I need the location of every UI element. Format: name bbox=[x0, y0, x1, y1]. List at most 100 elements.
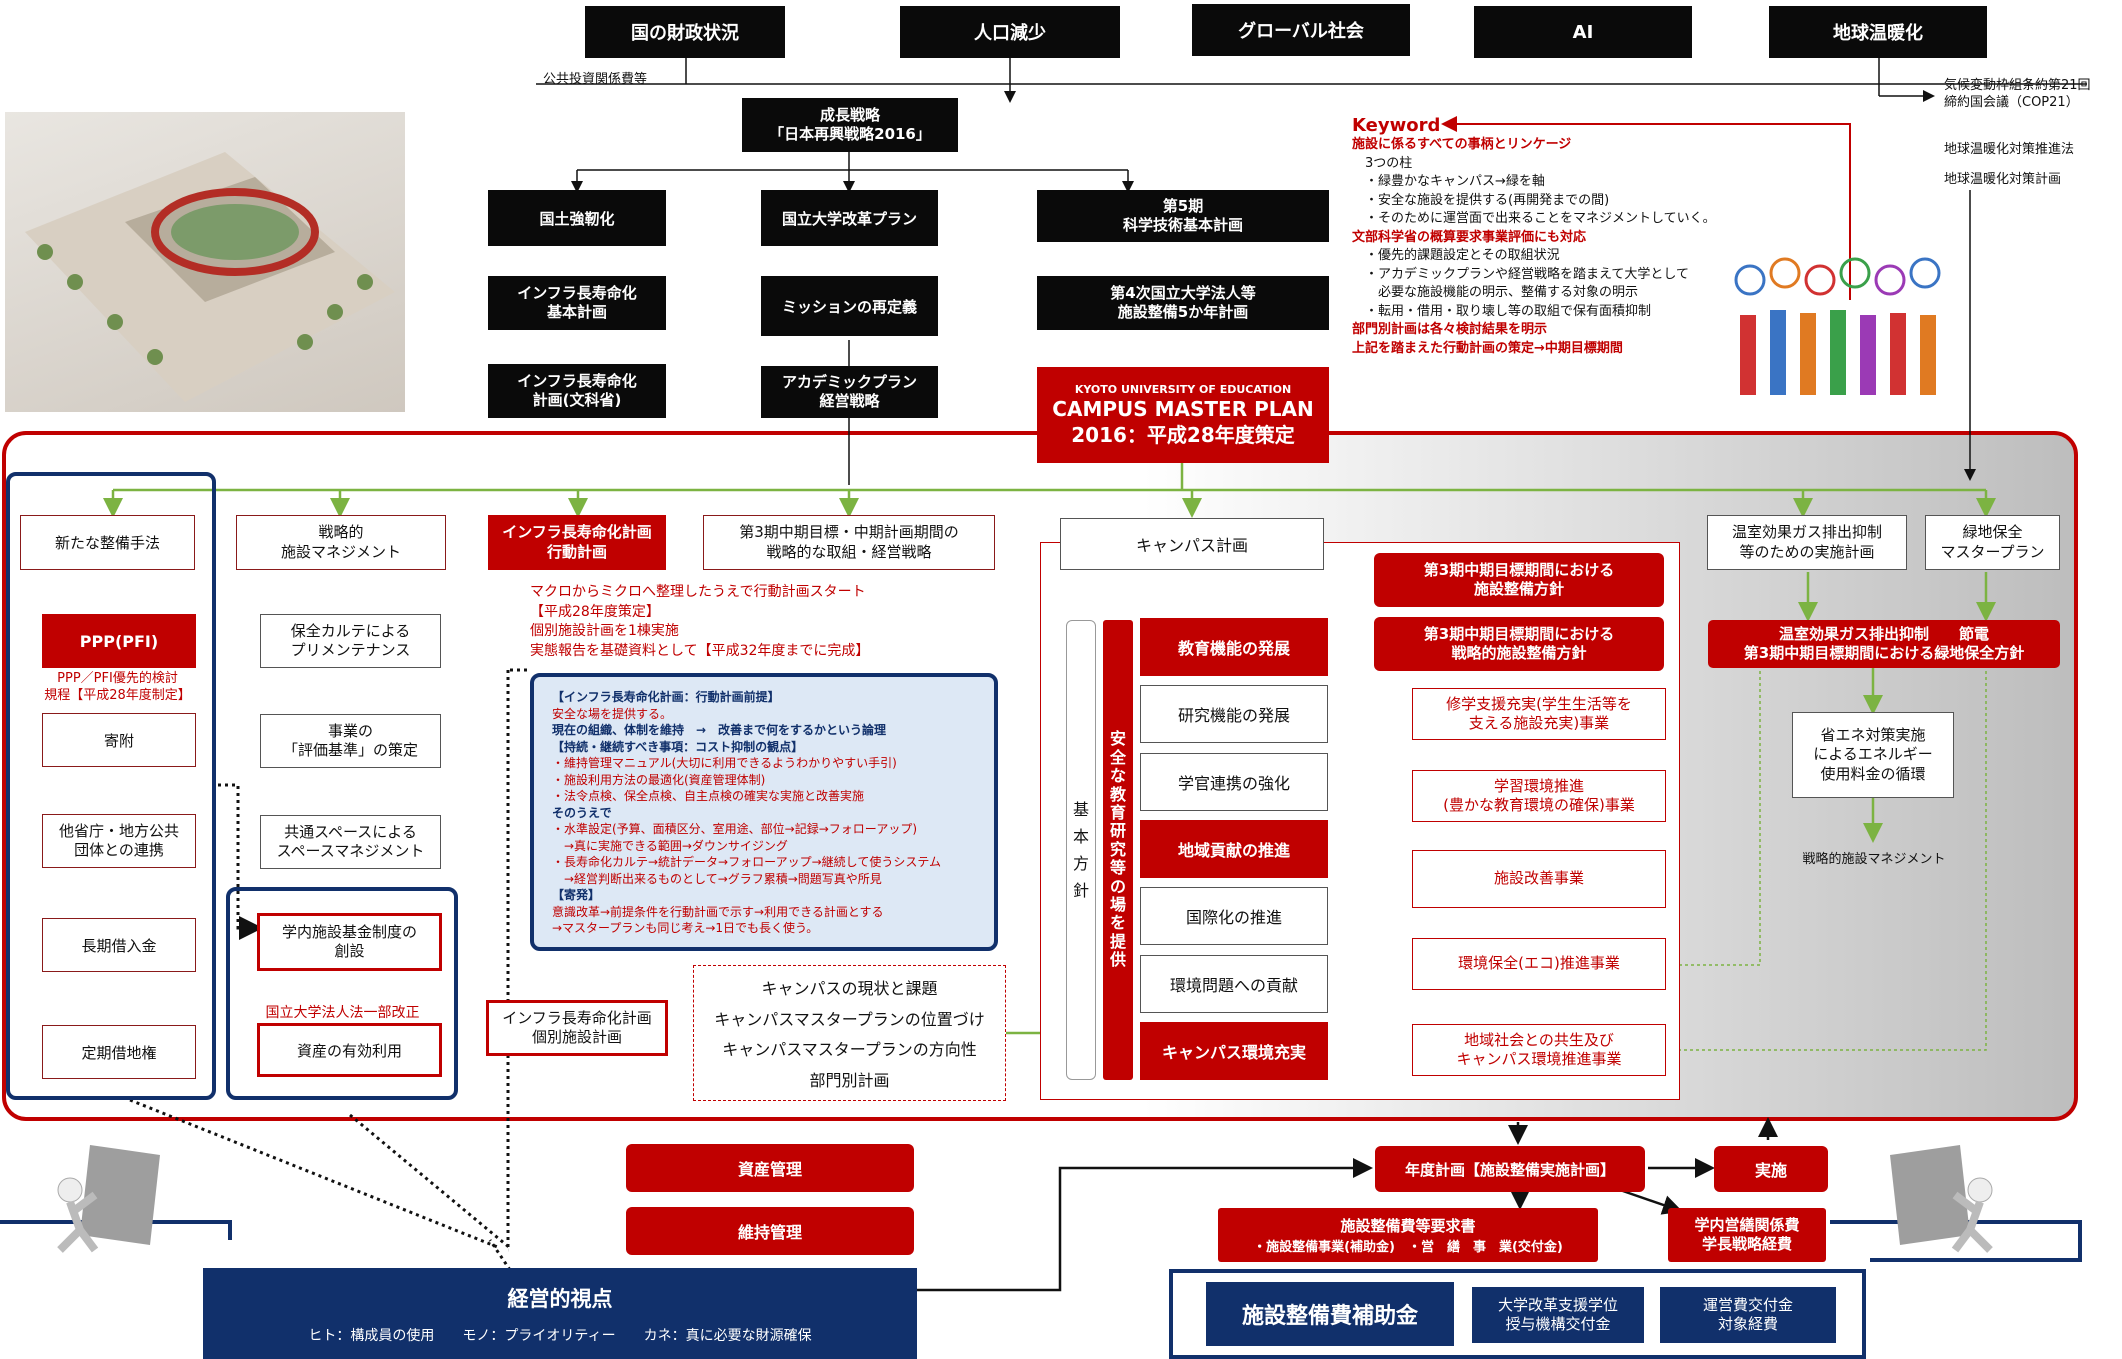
cop21-label: 気候変動枠組条約第21回 締約国会議（COP21） bbox=[1944, 78, 2091, 110]
policy-item: 教育機能の発展 bbox=[1140, 618, 1328, 676]
safe-place-label: 安 全 な 教 育 研 究 等 の 場 を 提 供 bbox=[1103, 620, 1133, 1080]
fund-frame bbox=[226, 887, 458, 1100]
campus-master-plan-small: KYOTO UNIVERSITY OF EDUCATION bbox=[1074, 382, 1292, 396]
campus-current-2: キャンパスマスタープランの位置づけ bbox=[714, 1009, 985, 1029]
infra-premise-line: →経営判断出来るものとして→グラフ累積→問題写真や所見 bbox=[552, 871, 882, 886]
maintenance-box: 維持管理 bbox=[626, 1207, 914, 1255]
facility-request-box: 施設整備費等要求書 ・施設整備事業(補助金) ・営 繕 事 業(交付金) bbox=[1218, 1208, 1598, 1262]
keyword-line: 3つの柱 bbox=[1352, 155, 1413, 171]
opex-grant-box: 運営費交付金 対象経費 bbox=[1660, 1287, 1836, 1343]
mission-redefine-box: ミッションの再定義 bbox=[761, 276, 938, 336]
keyword-line: 上記を踏まえた行動計画の策定→中期目標期間 bbox=[1352, 340, 1623, 356]
policy-item: キャンパス環境充実 bbox=[1140, 1022, 1328, 1080]
national-resilience-box: 国土強靭化 bbox=[488, 190, 666, 246]
keyword-line: ・転用・借用・取り壊し等の取組で保有面積抑制 bbox=[1352, 303, 1652, 319]
keyword-lines: 施設に係るすべての事柄とリンケージ 3つの柱 ・緑豊かなキャンパス→緑を軸 ・安… bbox=[1352, 136, 1772, 358]
infra-premise-line: ・施設利用方法の最適化(資産管理体制) bbox=[552, 772, 766, 787]
fixed-lease-box: 定期借地権 bbox=[42, 1025, 196, 1079]
policy-item: 研究機能の発展 bbox=[1140, 685, 1328, 743]
infra-text-line-3: 個別施設計画を1棟実施 bbox=[530, 623, 679, 639]
reform-grant-box: 大学改革支援学位 授与機構交付金 bbox=[1472, 1287, 1644, 1343]
pushing-figure-left-icon bbox=[40, 1135, 170, 1255]
implementation-box: 実施 bbox=[1714, 1146, 1828, 1192]
infra-premise-line: 【持続・継続すべき事項：コスト抑制の観点】 bbox=[552, 739, 804, 754]
policy-item: 国際化の推進 bbox=[1140, 887, 1328, 945]
top-box-ai: AI bbox=[1474, 6, 1692, 58]
project-item: 環境保全(エコ)推進事業 bbox=[1412, 938, 1666, 990]
keyword-line: ・優先的課題設定とその取組状況 bbox=[1352, 248, 1560, 263]
long-loan-box: 長期借入金 bbox=[42, 918, 196, 972]
facility-fund-box: 学内施設基金制度の 創設 bbox=[257, 913, 442, 971]
facility-request-title: 施設整備費等要求書 bbox=[1340, 1217, 1476, 1235]
strategic-mgmt-label: 戦略的施設マネジメント bbox=[1802, 852, 1946, 867]
campus-plan-header: キャンパス計画 bbox=[1060, 518, 1324, 570]
management-view-title: 経営的視点 bbox=[507, 1286, 613, 1311]
green-header: 緑地保全 マスタープラン bbox=[1925, 515, 2060, 570]
management-view-sub: ヒト：構成員の使用 モノ：プライオリティー カネ：真に必要な財源確保 bbox=[308, 1327, 812, 1344]
keyword-title: Keyword bbox=[1352, 115, 1441, 136]
project-item: 修学支援充実(学生生活等を 支える施設充実)事業 bbox=[1412, 688, 1666, 740]
asset-use-box: 資産の有効利用 bbox=[257, 1023, 442, 1077]
policy-item: 環境問題への貢献 bbox=[1140, 955, 1328, 1013]
campus-current-1: キャンパスの現状と課題 bbox=[761, 979, 938, 999]
campus-current-box: キャンパスの現状と課題 キャンパスマスタープランの位置づけ キャンパスマスタープ… bbox=[693, 965, 1006, 1101]
ppp-note: PPP／PFI優先的検討 規程【平成28年度制定】 bbox=[44, 671, 191, 703]
keyword-line: ・そのために運営面で出来ることをマネジメントしていく。 bbox=[1352, 211, 1716, 226]
infra-text-line-1: マクロからミクロへ整理したうえで行動計画スタート bbox=[530, 584, 866, 600]
energy-cycle-box: 省エネ対策実施 によるエネルギー 使用料金の循環 bbox=[1792, 712, 1954, 798]
infra-premise-line: →真に実施できる範囲→ダウンサイジング bbox=[552, 838, 788, 853]
university-reform-box: 国立大学改革プラン bbox=[761, 190, 938, 246]
keyword-line: 文部科学省の概算要求事業評価にも対応 bbox=[1352, 229, 1587, 245]
campus-aerial-image bbox=[5, 112, 405, 412]
third-strategic-policy: 第3期中期目標期間における 戦略的施設整備方針 bbox=[1374, 617, 1664, 671]
infra-action-header: インフラ長寿命化計画 行動計画 bbox=[488, 515, 666, 570]
agency-collab-box: 他省庁・地方公共 団体との連携 bbox=[42, 814, 196, 868]
campus-current-3: キャンパスマスタープランの方向性 bbox=[722, 1040, 977, 1060]
top-box-population: 人口減少 bbox=[900, 6, 1120, 58]
keyword-line: ・緑豊かなキャンパス→緑を軸 bbox=[1352, 174, 1545, 189]
project-item: 学習環境推進 (豊かな教育環境の確保)事業 bbox=[1412, 770, 1666, 822]
infra-premise-line: ・水準設定(予算、面積区分、室用途、部位→記録→フォローアップ) bbox=[552, 822, 917, 836]
evaluation-criteria-box: 事業の 「評価基準」の策定 bbox=[260, 714, 441, 768]
infra-mext-plan-box: インフラ長寿命化 計画(文科省) bbox=[488, 364, 666, 418]
warming-plan-label: 地球温暖化対策計画 bbox=[1944, 172, 2062, 187]
keyword-line: 部門別計画は各々検討結果を明示 bbox=[1352, 322, 1548, 337]
project-item: 施設改善事業 bbox=[1412, 850, 1666, 908]
campus-current-4: 部門別計画 bbox=[809, 1070, 890, 1090]
keyword-line: ・安全な施設を提供する(再開発までの間) bbox=[1352, 192, 1610, 208]
infra-text-line-2: 【平成28年度策定】 bbox=[530, 603, 660, 620]
preventive-maint-box: 保全カルテによる プリメンテナンス bbox=[260, 614, 441, 668]
facility-request-sub: ・施設整備事業(補助金) ・営 繕 事 業(交付金) bbox=[1253, 1240, 1563, 1255]
new-method-header: 新たな整備手法 bbox=[20, 515, 195, 570]
infra-premise-line: 現在の組織、体制を維持 → 改善まで何をするかという論理 bbox=[552, 723, 887, 737]
infra-text-line-4: 実態報告を基礎資料として【平成32年度までに完成】 bbox=[530, 642, 870, 659]
campus-master-plan-title: KYOTO UNIVERSITY OF EDUCATION CAMPUS MAS… bbox=[1037, 367, 1329, 463]
donation-box: 寄附 bbox=[42, 713, 196, 767]
subsidy-box: 施設整備費補助金 bbox=[1206, 1282, 1454, 1346]
basic-policy-label: 基 本 方 針 bbox=[1066, 620, 1096, 1080]
third-period-header: 第3期中期目標・中期計画期間の 戦略的な取組・経営戦略 bbox=[703, 515, 995, 570]
infra-individual-box: インフラ長寿命化計画 個別施設計画 bbox=[486, 1000, 668, 1056]
keyword-line: 必要な施設機能の明示、整備する対象の明示 bbox=[1352, 285, 1639, 300]
science-plan-box: 第5期 科学技術基本計画 bbox=[1037, 190, 1329, 242]
keyword-line: 施設に係るすべての事柄とリンケージ bbox=[1352, 137, 1572, 152]
infra-premise-line: ・長寿命化カルテ→統計データ→フォローアップ→継続して使うシステム bbox=[552, 855, 941, 869]
infra-premise-line: ・法令点検、保全点検、自主点検の確実な実施と改善実施 bbox=[552, 789, 865, 803]
policy-item: 地域貢献の推進 bbox=[1140, 820, 1328, 878]
ghg-header: 温室効果ガス排出抑制 等のための実施計画 bbox=[1707, 515, 1907, 570]
campus-master-plan-main: CAMPUS MASTER PLAN 2016：平成28年度策定 bbox=[1052, 396, 1314, 447]
management-view-box: 経営的視点 ヒト：構成員の使用 モノ：プライオリティー カネ：真に必要な財源確保 bbox=[203, 1268, 917, 1359]
people-discussion-illustration bbox=[1725, 255, 1950, 405]
space-mgmt-box: 共通スペースによる スペースマネジメント bbox=[260, 815, 441, 869]
warming-law-label: 地球温暖化対策推進法 bbox=[1944, 142, 2075, 157]
top-box-warming: 地球温暖化 bbox=[1769, 6, 1987, 58]
project-item: 地域社会との共生及び キャンパス環境推進事業 bbox=[1412, 1024, 1666, 1076]
ppp-pfi-box: PPP(PFI) bbox=[42, 614, 196, 668]
infra-basic-plan-box: インフラ長寿命化 基本計画 bbox=[488, 276, 666, 330]
infra-text: マクロからミクロへ整理したうえで行動計画スタート 【平成28年度策定】 個別施設… bbox=[530, 583, 930, 661]
top-box-finance: 国の財政状況 bbox=[585, 6, 785, 58]
public-invest-label: 公共投資関係費等 bbox=[543, 72, 648, 87]
infra-premise-line: 【インフラ長寿命化計画：行動計画前提】 bbox=[552, 690, 780, 704]
new-method-frame bbox=[6, 472, 216, 1100]
strategic-mgmt-header: 戦略的 施設マネジメント bbox=[236, 515, 446, 570]
